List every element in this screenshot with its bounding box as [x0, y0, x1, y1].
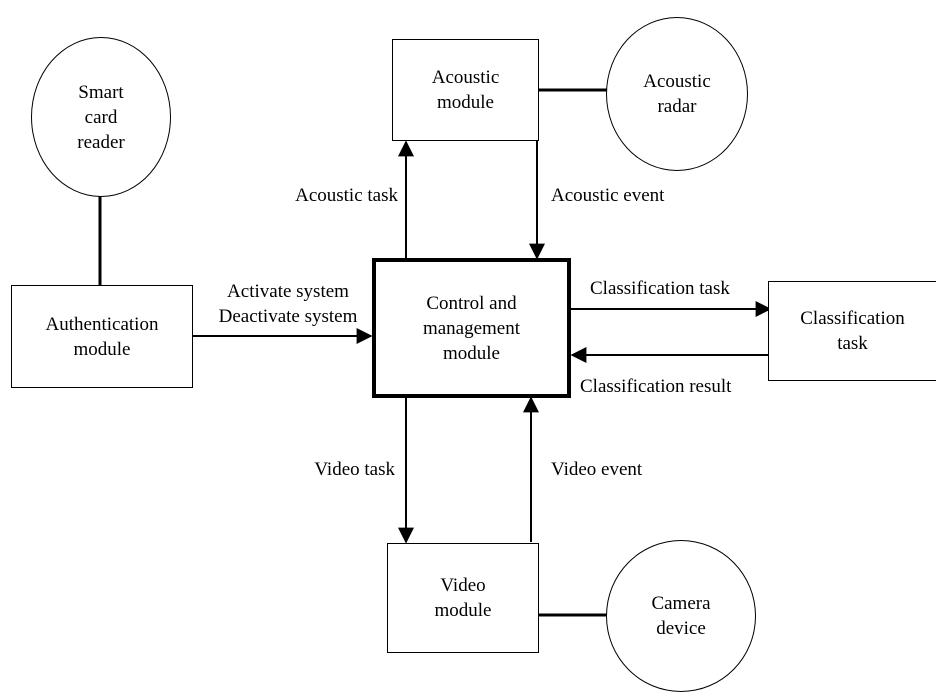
acoustic-event-label: Acoustic event: [551, 185, 665, 206]
video-event-label: Video event: [551, 459, 643, 480]
camera-device-node: Camera device: [606, 540, 756, 692]
control-module-label: Control and management module: [422, 292, 521, 364]
control-module-node: Control and management module: [372, 258, 571, 398]
connector-layer: [98, 88, 772, 617]
authentication-module-node: Authentication module: [11, 285, 193, 388]
acoustic-module-label: Acoustic module: [431, 67, 500, 113]
acoustic-task-label: Acoustic task: [295, 185, 398, 206]
classification-task-edge-label: Classification task: [590, 278, 730, 299]
system-architecture-diagram: Smart card reader Authentication module …: [11, 17, 936, 692]
classification-task-node: Classification task: [768, 281, 936, 381]
smart-card-reader-label: Smart card reader: [77, 81, 125, 153]
video-module-node: Video module: [387, 543, 539, 653]
video-task-label: Video task: [314, 459, 395, 480]
smart-card-reader-node: Smart card reader: [31, 37, 171, 197]
acoustic-radar-node: Acoustic radar: [606, 17, 748, 171]
camera-device-label: Camera device: [651, 593, 711, 639]
video-module-label: Video module: [434, 575, 492, 621]
classification-result-label: Classification result: [580, 376, 732, 397]
classification-task-label: Classification task: [800, 308, 905, 354]
authentication-module-label: Authentication module: [45, 313, 159, 360]
acoustic-module-node: Acoustic module: [392, 39, 539, 141]
activate-deactivate-label: Activate system Deactivate system: [218, 281, 358, 327]
acoustic-radar-label: Acoustic radar: [643, 71, 711, 117]
